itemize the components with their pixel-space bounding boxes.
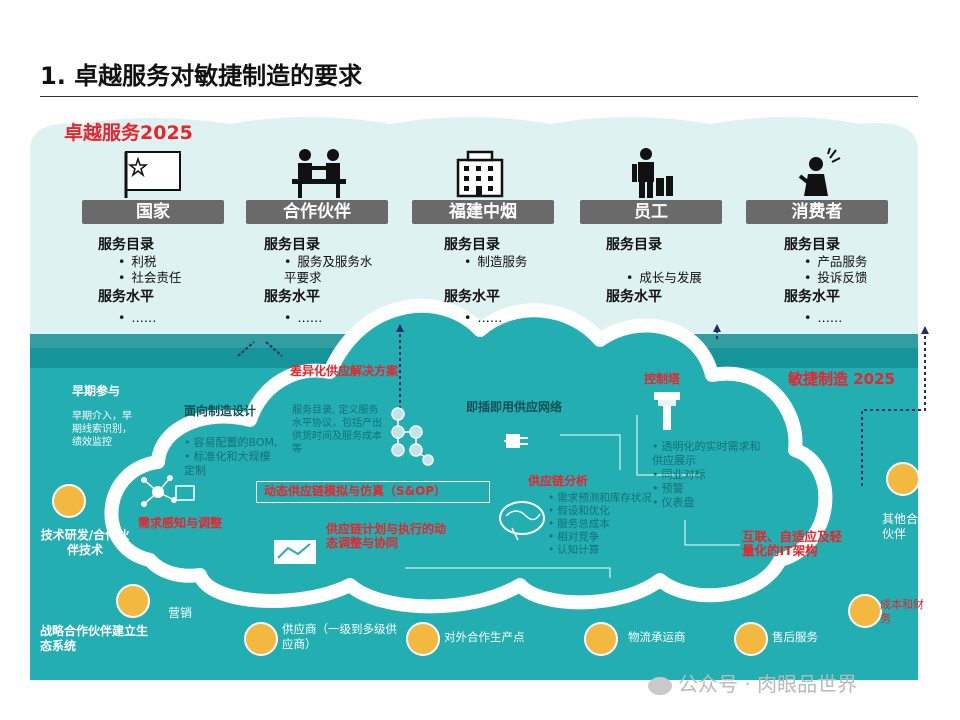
level-label: 服务水平 (606, 289, 662, 305)
catalog-item: 服务及服务水平要求 (264, 254, 374, 286)
supplier-icon (244, 622, 278, 656)
catalog-item: 制造服务 (444, 254, 554, 270)
consumer-icon (798, 147, 841, 196)
catalog-item: 成长与发展 (606, 270, 722, 286)
catalog-label: 服务目录 (444, 237, 500, 253)
stakeholder-label: 合作伙伴 (246, 200, 388, 224)
stakeholder-column: 国家 服务目录 利税 社会责任 服务水平 …… (82, 200, 224, 326)
other-partner-label: 其他合作伙伴 (882, 512, 931, 541)
supplier-label: 供应商（一级到多级供应商） (282, 622, 397, 651)
analysis-item: 假设和优化 (548, 505, 610, 518)
catalog-item: 利税 (98, 254, 224, 270)
upper-region (30, 117, 918, 348)
cloud-shape (104, 298, 833, 614)
tower-item: 同业对标 (652, 468, 706, 482)
catalog-item: 社会责任 (98, 270, 224, 286)
level-label: 服务水平 (264, 289, 320, 305)
agile-title: 敏捷制造 2025 (788, 370, 895, 388)
tower-item: 预警 (652, 482, 684, 496)
handshake-icon (292, 149, 346, 198)
tower-item: 透明化的实时需求和供应展示 (652, 440, 762, 468)
level-label: 服务水平 (98, 289, 154, 305)
catalog-label: 服务目录 (264, 237, 320, 253)
level-item: …… (444, 310, 554, 326)
catalog-label: 服务目录 (98, 237, 154, 253)
catalog-label: 服务目录 (784, 237, 840, 253)
tech-label: 技术研发/合作伙伴技术 (40, 528, 130, 557)
monitor-icon (274, 540, 316, 564)
diff-desc: 服务目录, 定义服务水平协议，包括产出供货时间及服务成本等 (292, 405, 382, 455)
diff-title: 差异化供应解决方案 (290, 364, 399, 378)
level-item: …… (264, 310, 388, 326)
tower-item: 仪表盘 (652, 496, 695, 510)
sense-title: 需求感知与调整 (138, 516, 223, 530)
strategy-label: 战略合作伙伴建立生态系统 (40, 624, 149, 653)
brand-title: 卓越服务2025 (64, 122, 193, 144)
marketing-label: 营销 (168, 606, 193, 620)
catalog-label: 服务目录 (606, 237, 662, 253)
connector-right (861, 330, 926, 486)
catalog-item: 产品服务 (784, 254, 888, 270)
stakeholder-column: 福建中烟 服务目录 制造服务 服务水平 …… (412, 200, 554, 326)
cost-finance-label: 成本和财务 (880, 598, 924, 625)
marketing-icon (116, 584, 150, 618)
analysis-item: 需求预测和库存状况 (548, 492, 652, 505)
sop-box (256, 481, 490, 503)
stakeholder-label: 消费者 (746, 200, 888, 224)
flag-icon (124, 151, 181, 198)
level-item: …… (98, 310, 224, 326)
building-icon (456, 150, 504, 198)
analysis-item: 相对竞争 (548, 531, 599, 544)
double-arrow-2 (265, 341, 283, 357)
it-title: 互联、自适应及轻量化的IT架构 (742, 529, 843, 558)
catalog-item: 投诉反馈 (784, 270, 888, 286)
stakeholder-label: 国家 (82, 200, 224, 224)
factory-label: 对外合作生产点 (444, 630, 525, 644)
tech-icon (52, 484, 86, 518)
logistics-label: 物流承运商 (628, 630, 686, 644)
after-sales-label: 售后服务 (772, 630, 818, 644)
early-title: 早期参与 (72, 384, 121, 398)
design-title: 面向制造设计 (184, 404, 257, 418)
analysis-item: 认知计算 (548, 544, 599, 557)
network-icon (141, 475, 195, 507)
stakeholder-label: 员工 (580, 200, 722, 224)
tower-title: 控制塔 (644, 372, 681, 386)
double-arrow-1 (237, 341, 255, 357)
stakeholder-label: 福建中烟 (412, 200, 554, 224)
cost-finance-icon (848, 594, 882, 628)
early-desc: 早期介入，早期线索识别，绩效监控 (72, 411, 132, 448)
analysis-item: 服务总成本 (548, 518, 610, 531)
page-title: 1. 卓越服务对敏捷制造的要求 (40, 62, 363, 90)
plug-icon (504, 434, 528, 448)
employee-icon (632, 148, 673, 198)
other-partner-icon (886, 462, 920, 496)
watermark: 公众号 · 肉眼品世界 (648, 668, 857, 697)
level-label: 服务水平 (444, 289, 500, 305)
level-label: 服务水平 (784, 289, 840, 305)
title-divider (40, 96, 918, 97)
sop-title: 动态供应链模拟与仿真（S&OP） (264, 484, 447, 498)
brain-icon (499, 501, 545, 541)
service-hand-icon (734, 622, 768, 656)
stakeholder-column: 合作伙伴 服务目录 服务及服务水平要求 服务水平 …… (246, 200, 388, 326)
control-tower-icon (654, 392, 680, 430)
flowchart-icon (391, 407, 434, 466)
factory-icon (406, 622, 440, 656)
design-item: 容易配置的BOM, (184, 436, 278, 450)
truck-icon (584, 622, 618, 656)
wechat-icon (648, 676, 672, 695)
design-item: 标准化和大规模定制 (184, 450, 280, 478)
plan-title: 供应链计划与执行的动态调整与协同 (326, 522, 447, 550)
plug-title: 即插即用供应网络 (466, 400, 563, 414)
stakeholder-column: 员工 服务目录 成长与发展 服务水平 (580, 200, 722, 306)
stakeholder-column: 消费者 服务目录 产品服务 投诉反馈 服务水平 …… (746, 200, 888, 326)
analysis-title: 供应链分析 (528, 474, 589, 488)
level-item: …… (784, 310, 888, 326)
watermark-text: 公众号 · 肉眼品世界 (678, 672, 858, 696)
